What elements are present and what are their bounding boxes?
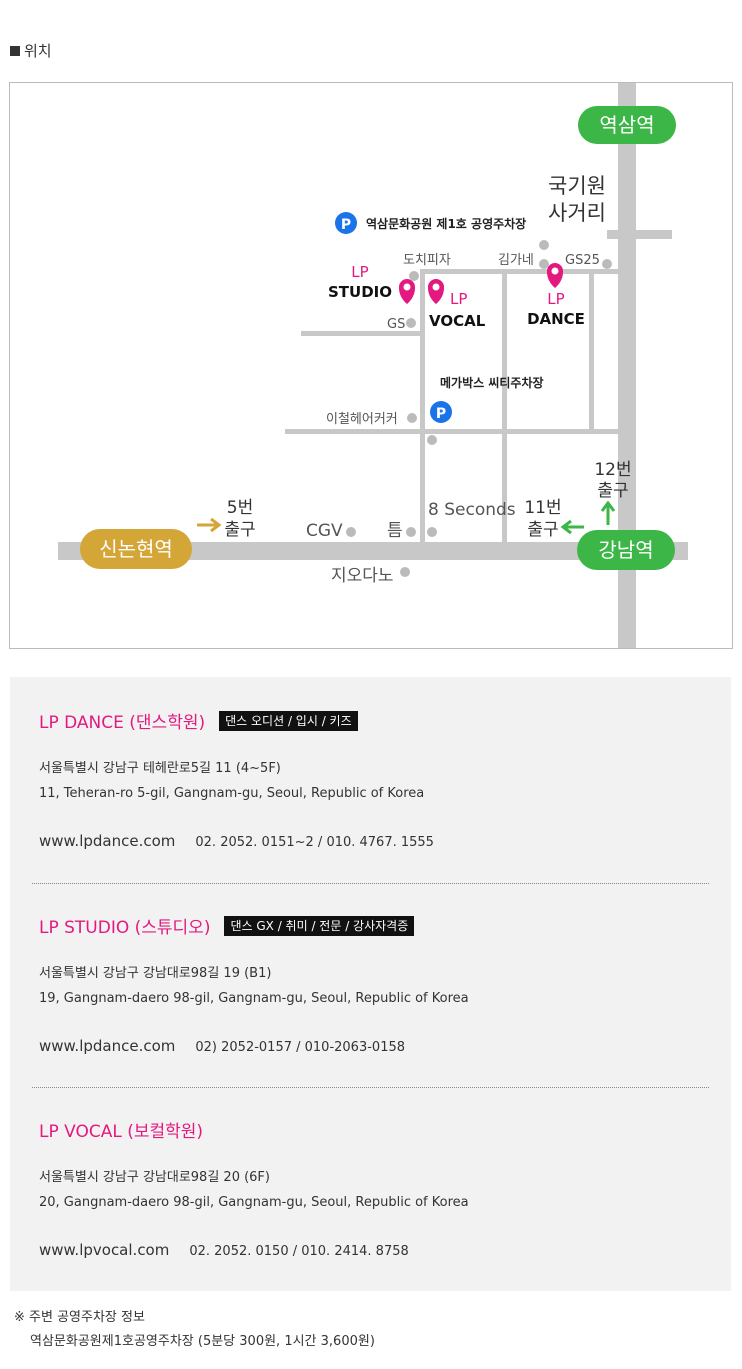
- vocal-label-lp: LP: [450, 290, 467, 308]
- exit12-line1: 12번: [594, 460, 631, 480]
- exit12-line2: 출구: [597, 481, 628, 501]
- entry-lp-vocal-header: LP VOCAL (보컬학원): [39, 1117, 203, 1142]
- dot-dochi: [409, 271, 419, 281]
- road-v3: [589, 269, 594, 429]
- academy-info-panel: LP DANCE (댄스학원) 댄스 오디션 / 입시 / 키즈 서울특별시 강남…: [10, 677, 731, 1291]
- location-map[interactable]: 역삼역 강남역 신논현역 국기원 사거리 P 역삼문화공원 제1호 공영주차장 …: [9, 82, 733, 649]
- dot-gs25: [602, 259, 612, 269]
- parking-note-title: ※ 주변 공영주차장 정보: [14, 1310, 145, 1325]
- landmark-jiodano: 지오다노: [331, 566, 394, 586]
- entry-lp-dance-header: LP DANCE (댄스학원) 댄스 오디션 / 입시 / 키즈: [39, 708, 358, 733]
- phone-numbers: 02. 2052. 0151~2 / 010. 4767. 1555: [195, 835, 434, 850]
- exit11-arrow-icon: [560, 519, 584, 535]
- exit11-line1: 11번: [524, 498, 561, 518]
- exit5-arrow-icon: [197, 517, 222, 533]
- parking-top-label: 역삼문화공원 제1호 공영주차장: [366, 216, 526, 231]
- landmark-8seconds: 8 Seconds: [428, 500, 516, 520]
- parking-top-marker[interactable]: P: [335, 212, 357, 234]
- section-title-text: 위치: [24, 42, 52, 60]
- exit12-arrow-icon: [600, 500, 616, 525]
- entry-lp-vocal-address: 서울특별시 강남구 강남대로98길 20 (6F) 20, Gangnam-da…: [39, 1165, 469, 1215]
- address-korean: 서울특별시 강남구 강남대로98길 20 (6F): [39, 1170, 270, 1185]
- address-english: 20, Gangnam-daero 98-gil, Gangnam-gu, Se…: [39, 1195, 469, 1210]
- entry-lp-studio-header: LP STUDIO (스튜디오) 댄스 GX / 취미 / 전문 / 강사자격증: [39, 913, 415, 938]
- parking-mid-label: 메가박스 씨티주차장: [440, 375, 544, 390]
- station-yeoksam[interactable]: 역삼역: [578, 106, 676, 144]
- entry-name: LP VOCAL (보컬학원): [39, 1122, 204, 1142]
- studio-label-lp: LP: [351, 263, 368, 281]
- landmark-gs25: GS25: [565, 253, 600, 268]
- dot-parking-top: [539, 240, 549, 250]
- dot-icheol: [407, 413, 417, 423]
- entry-lp-vocal-contact: www.lpvocal.com 02. 2052. 0150 / 010. 241…: [39, 1240, 409, 1259]
- main-road-vertical: [618, 83, 636, 648]
- website-link[interactable]: www.lpdance.com: [39, 832, 176, 850]
- road-v2: [502, 269, 507, 542]
- dot-teum: [406, 527, 416, 537]
- intersection-label-line2: 사거리: [548, 201, 606, 225]
- address-english: 11, Teheran-ro 5-gil, Gangnam-gu, Seoul,…: [39, 786, 425, 801]
- dot-gimgane: [539, 259, 549, 269]
- entry-name: LP STUDIO (스튜디오): [39, 918, 211, 938]
- landmark-icheol: 이철헤어커커: [326, 412, 398, 427]
- landmark-gs: GS: [387, 317, 405, 332]
- road-middle-horizontal: [285, 429, 618, 434]
- address-korean: 서울특별시 강남구 강남대로98길 19 (B1): [39, 966, 272, 981]
- dot-gs: [406, 318, 416, 328]
- landmark-teum: 틈: [387, 521, 403, 541]
- phone-numbers: 02) 2052-0157 / 010-2063-0158: [195, 1040, 406, 1055]
- exit5-line1: 5번: [227, 498, 253, 518]
- station-sinnonhyeon-label: 신논현역: [99, 537, 173, 561]
- main-road-horizontal: [58, 542, 688, 560]
- address-english: 19, Gangnam-daero 98-gil, Gangnam-gu, Se…: [39, 991, 469, 1006]
- station-gangnam-label: 강남역: [598, 538, 653, 562]
- roads: [58, 83, 688, 648]
- entry-badge: 댄스 오디션 / 입시 / 키즈: [219, 710, 358, 731]
- website-link[interactable]: www.lpdance.com: [39, 1037, 176, 1055]
- exit11-line2: 출구: [527, 520, 558, 540]
- address-korean: 서울특별시 강남구 테헤란로5길 11 (4~5F): [39, 761, 281, 776]
- dot-megabox: [427, 435, 437, 445]
- exit5-line2: 출구: [224, 520, 255, 540]
- entry-lp-studio-contact: www.lpdance.com 02) 2052-0157 / 010-2063-…: [39, 1036, 405, 1055]
- parking-note: ※ 주변 공영주차장 정보 역삼문화공원제1호공영주차장 (5분당 300원, …: [14, 1306, 375, 1354]
- parking-icon: P: [341, 217, 351, 233]
- dance-label-name: DANCE: [527, 310, 585, 328]
- entry-lp-dance-address: 서울특별시 강남구 테헤란로5길 11 (4~5F) 11, Teheran-r…: [39, 756, 424, 806]
- dotted-divider: [32, 1087, 709, 1088]
- station-gangnam[interactable]: 강남역: [577, 530, 675, 570]
- intersection-label-line1: 국기원: [548, 174, 606, 198]
- entry-badge: 댄스 GX / 취미 / 전문 / 강사자격증: [224, 915, 415, 936]
- road-upper-horizontal: [420, 269, 618, 274]
- studio-label-name: STUDIO: [328, 283, 392, 301]
- road-top-branch: [607, 230, 672, 239]
- vocal-pin-icon[interactable]: [428, 279, 444, 304]
- square-bullet-icon: [10, 46, 20, 56]
- parking-note-detail: 역삼문화공원제1호공영주차장 (5분당 300원, 1시간 3,600원): [30, 1334, 375, 1349]
- website-link[interactable]: www.lpvocal.com: [39, 1241, 170, 1259]
- landmark-dochi: 도치피자: [403, 253, 451, 268]
- road-gs-horizontal: [301, 331, 420, 336]
- vocal-label-name: VOCAL: [429, 312, 486, 330]
- station-sinnonhyeon[interactable]: 신논현역: [80, 529, 192, 569]
- dotted-divider: [32, 883, 709, 884]
- dot-cgv: [346, 527, 356, 537]
- dance-label-lp: LP: [547, 290, 564, 308]
- dot-8seconds: [427, 527, 437, 537]
- entry-name: LP DANCE (댄스학원): [39, 713, 206, 733]
- parking-mid-marker[interactable]: P: [430, 401, 452, 423]
- road-v1: [420, 269, 425, 542]
- station-yeoksam-label: 역삼역: [599, 113, 654, 137]
- entry-lp-studio-address: 서울특별시 강남구 강남대로98길 19 (B1) 19, Gangnam-da…: [39, 961, 469, 1011]
- phone-numbers: 02. 2052. 0150 / 010. 2414. 8758: [189, 1244, 409, 1259]
- studio-pin-icon[interactable]: [399, 279, 415, 304]
- section-title: 위치: [10, 40, 52, 61]
- dance-pin-icon[interactable]: [547, 263, 563, 288]
- landmark-cgv: CGV: [306, 521, 343, 541]
- parking-icon: P: [436, 406, 446, 422]
- landmark-gimgane: 김가네: [498, 253, 534, 268]
- dot-jiodano: [400, 567, 410, 577]
- entry-lp-dance-contact: www.lpdance.com 02. 2052. 0151~2 / 010. 4…: [39, 831, 434, 850]
